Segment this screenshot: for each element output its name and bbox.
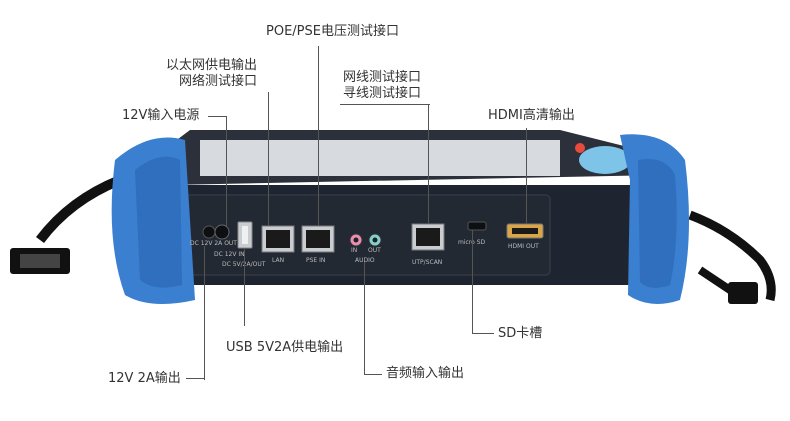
leader-audio-v [364, 262, 365, 374]
port-label-dc-in: DC 12V IN [214, 251, 245, 258]
lanyard-right [688, 210, 776, 302]
sd-slot [467, 221, 487, 231]
callout-lan: 以太网供电输出 网络测试接口 [166, 58, 257, 90]
port-label-audio-out: OUT [368, 247, 381, 254]
leader-audio-h [364, 374, 382, 375]
callout-power-in: 12V输入电源 [122, 108, 200, 123]
leader-dc-out-v [204, 246, 205, 380]
port-label-audio-in: IN [351, 247, 357, 254]
strap-clip-right [728, 282, 758, 304]
port-label-lan: LAN [272, 257, 284, 264]
leader-cable-v [428, 104, 429, 224]
screen-edge [200, 140, 560, 176]
port-label-sd: micro SD [458, 239, 486, 246]
callout-cable-line2: 寻线测试接口 [343, 86, 422, 101]
port-label-audio: AUDIO [355, 257, 375, 264]
callout-cable-line1: 网线测试接口 [343, 70, 422, 85]
callout-audio: 音频输入输出 [386, 366, 465, 381]
callout-cable: 网线测试接口 寻线测试接口 [343, 70, 421, 102]
port-label-hdmi: HDMI OUT [508, 243, 539, 250]
keypad [579, 146, 631, 174]
dc-in-jack [214, 224, 230, 240]
callout-dc-out: 12V 2A输出 [108, 371, 181, 386]
port-label-pse: PSE IN [306, 257, 325, 264]
dc-out-jack [202, 225, 216, 239]
leader-poe [318, 46, 319, 226]
callout-lan-line1: 以太网供电输出 [166, 58, 258, 73]
leader-sd-v [472, 230, 473, 334]
port-label-dc-out: DC 12V 2A OUT [190, 240, 237, 247]
leader-power-v [226, 116, 227, 226]
port-label-utp: UTP/SCAN [412, 259, 442, 266]
callout-sd: SD卡槽 [498, 326, 543, 341]
callout-poe: POE/PSE电压测试接口 [266, 24, 399, 39]
leader-lan [268, 92, 269, 226]
leader-power-h [208, 116, 226, 117]
callout-hdmi: HDMI高清输出 [488, 108, 575, 123]
port-label-usb: DC 5V/2A/OUT [222, 261, 266, 268]
callout-lan-line2: 网络测试接口 [179, 74, 258, 89]
leader-dc-out-h [186, 378, 204, 379]
leader-sd-h [472, 333, 494, 334]
callout-usb: USB 5V2A供电输出 [226, 340, 344, 355]
leader-usb [244, 248, 245, 326]
leader-hdmi [526, 128, 527, 224]
leader-cable-h [340, 104, 430, 105]
